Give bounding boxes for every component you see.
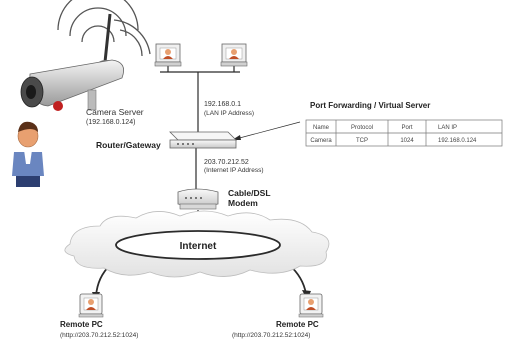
port-forwarding-panel: Port Forwarding / Virtual Server Name Pr…	[305, 101, 503, 147]
modem-label-line1: Cable/DSL	[228, 188, 271, 198]
table-header-cell: LAN IP	[438, 125, 457, 131]
router-name-label: Router/Gateway	[96, 140, 161, 150]
local-pc-left	[154, 43, 182, 67]
camera-server: Camera Server (192.168.0.124)	[20, 0, 151, 126]
table-cell: TCP	[356, 138, 368, 144]
remote-pc-url: (http://203.70.212.52:1024)	[60, 332, 138, 339]
router-wan-ip-label: 203.70.212.52	[204, 159, 249, 166]
remote-pc-url: (http://203.70.212.52:1024)	[232, 332, 310, 339]
modem-label-line2: Modem	[228, 198, 258, 208]
user-face-icon	[88, 299, 94, 305]
remote-pc-right: Remote PC (http://203.70.212.52:1024)	[232, 293, 324, 339]
port-forwarding-table	[305, 119, 503, 147]
table-cell: 1024	[400, 138, 414, 144]
table-cell: 192.168.0.124	[438, 138, 477, 144]
router-wan-caption: (Internet IP Address)	[204, 167, 264, 174]
table-header-cell: Protocol	[351, 125, 373, 131]
camera-name-label: Camera Server	[86, 107, 144, 117]
port-forwarding-pointer	[231, 121, 301, 141]
remote-pc-left: Remote PC (http://203.70.212.52:1024)	[60, 293, 138, 339]
modem-icon	[177, 188, 219, 207]
antenna-icon	[103, 13, 112, 63]
router-gateway: Router/Gateway 192.168.0.1 (LAN IP Addre…	[96, 101, 264, 174]
table-cell: Camera	[310, 138, 332, 144]
local-pc-right	[220, 43, 248, 67]
user-face-icon	[308, 299, 314, 305]
router-icon	[169, 131, 237, 141]
user-face-icon	[165, 49, 171, 55]
internet-ellipse	[115, 230, 281, 260]
router-lan-caption: (LAN IP Address)	[204, 110, 254, 117]
internet-cloud: Internet	[64, 210, 330, 278]
user-person-icon	[12, 121, 44, 187]
table-header-cell: Name	[313, 125, 330, 131]
cable-dsl-modem: Cable/DSL Modem	[177, 188, 271, 210]
camera-status-light-icon	[53, 101, 63, 111]
wifi-waves-icon	[57, 0, 151, 57]
camera-icon	[29, 59, 125, 107]
remote-pc-label: Remote PC	[276, 320, 319, 329]
table-header-cell: Port	[401, 125, 412, 131]
port-forwarding-title: Port Forwarding / Virtual Server	[310, 101, 430, 110]
router-lan-ip-label: 192.168.0.1	[204, 101, 241, 108]
camera-ip-label: (192.168.0.124)	[86, 119, 135, 126]
user-face-icon	[231, 49, 237, 55]
remote-pc-label: Remote PC	[60, 320, 103, 329]
internet-label: Internet	[180, 241, 217, 252]
